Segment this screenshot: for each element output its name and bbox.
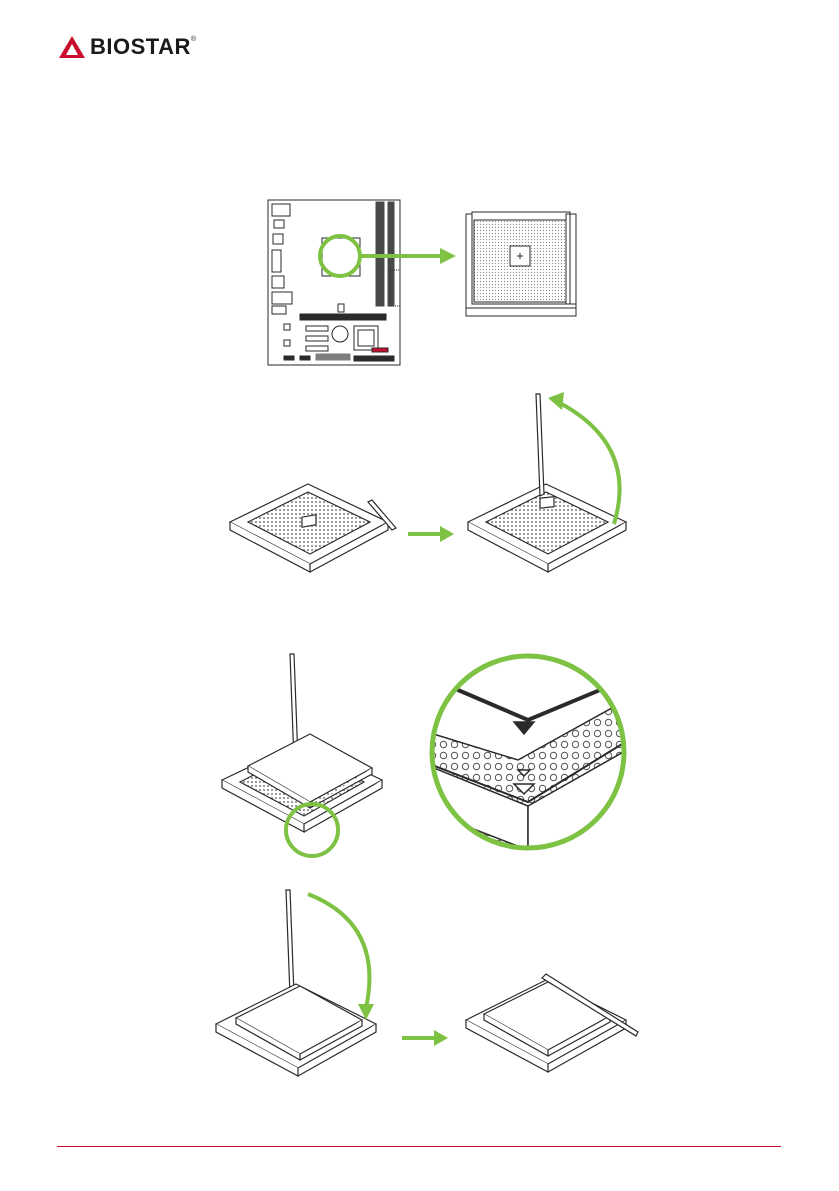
lower-arrow — [308, 894, 369, 1008]
highlight-circle — [320, 236, 360, 276]
arrow-head-icon — [548, 392, 564, 410]
figure-lower-lever — [212, 884, 652, 1110]
socket-cpu-lever-up — [216, 890, 376, 1076]
logo-wordmark: BIOSTAR® — [90, 36, 197, 58]
biostar-triangle-icon — [58, 35, 86, 59]
figure-board-to-socket — [260, 190, 600, 370]
socket-closeup — [466, 212, 576, 316]
figure-lift-lever — [218, 384, 628, 596]
arrow-head-icon — [440, 248, 456, 264]
footer-rule — [57, 1146, 781, 1147]
socket-lever-up — [468, 394, 626, 572]
biostar-logo: BIOSTAR® — [58, 30, 198, 64]
arrow-head-icon — [440, 526, 454, 542]
socket-cpu-lever-down — [466, 974, 638, 1072]
figure-align-triangle — [218, 640, 638, 860]
zoom-pin1-view — [414, 640, 638, 860]
arrow-head-icon — [434, 1030, 448, 1046]
motherboard-diagram — [268, 200, 400, 365]
socket-lever-down — [230, 484, 396, 572]
